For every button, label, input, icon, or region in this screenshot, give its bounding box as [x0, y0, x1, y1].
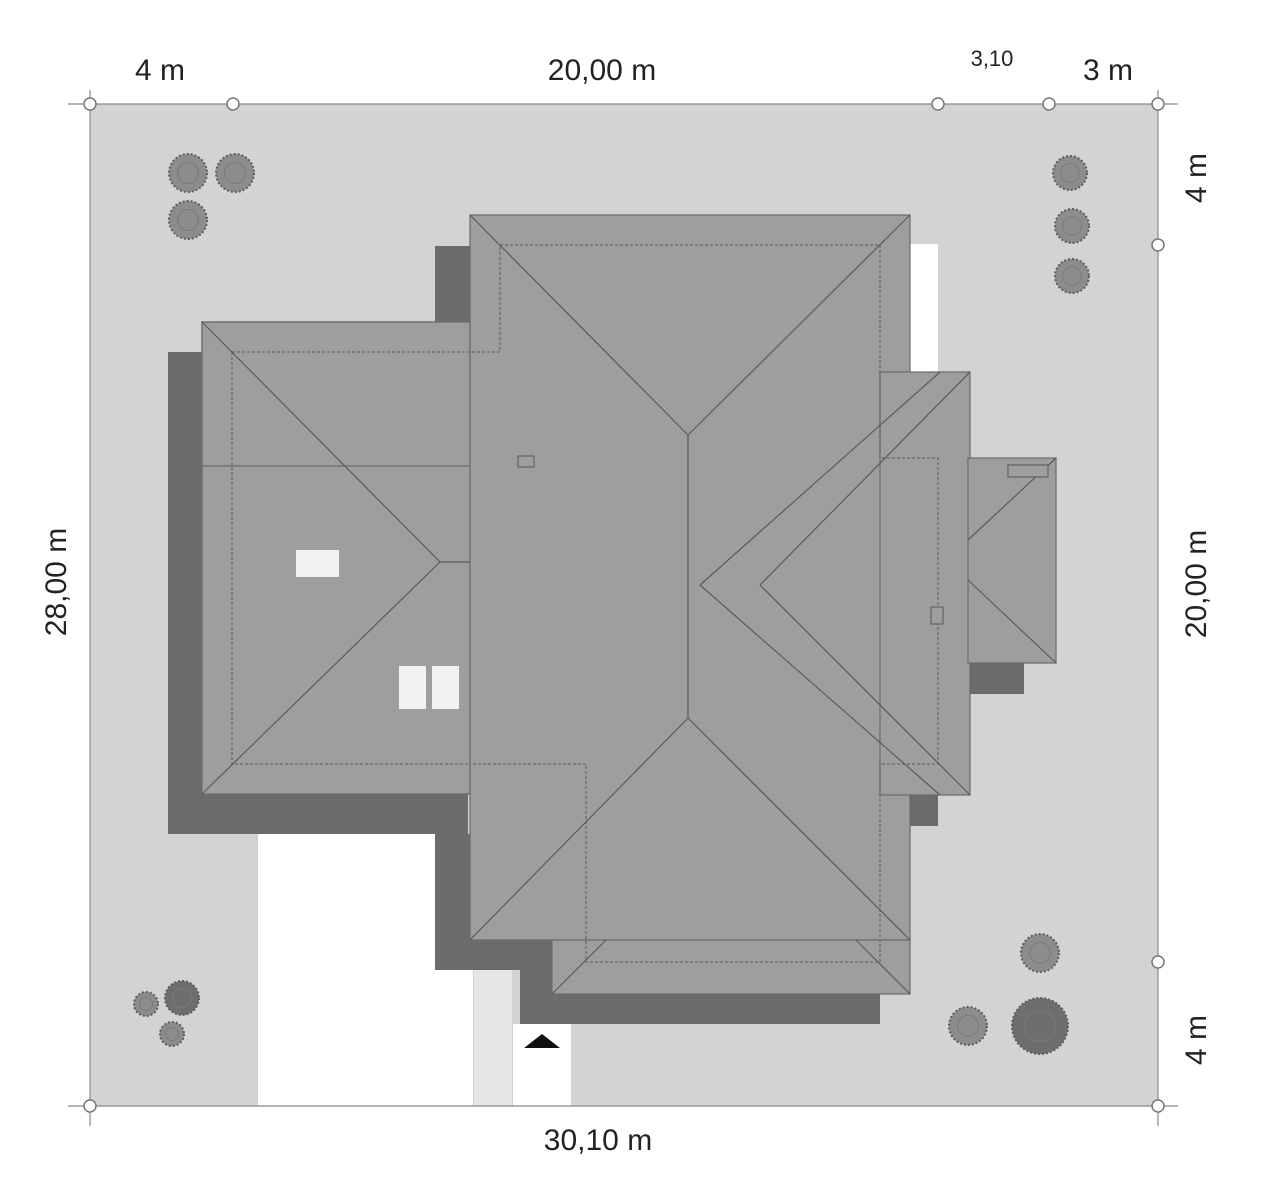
walkway	[474, 970, 512, 1106]
tree-icon	[168, 200, 208, 240]
main-roof	[469, 214, 911, 941]
dimension-labels: 4 m 20,00 m 3,10 3 m 30,10 m 28,00 m 4 m…	[40, 46, 1213, 1157]
tree-icon	[1020, 933, 1060, 973]
chimneys	[517, 455, 1049, 625]
dim-top-mid: 3,10	[971, 46, 1014, 71]
east-wing-roof	[879, 371, 971, 796]
skylights	[296, 550, 459, 709]
chimney-icon	[1007, 464, 1049, 478]
dimension-marker	[931, 97, 945, 111]
tree-icon	[1054, 208, 1090, 244]
tree-icon	[1011, 997, 1069, 1055]
east-annex-roof	[967, 457, 1057, 664]
roofs-clean	[201, 214, 1057, 995]
tree-icon	[1052, 155, 1088, 191]
wall-outlines	[231, 244, 939, 963]
chimney-icon	[517, 455, 535, 468]
dimension-marker	[83, 1099, 97, 1113]
dim-left-total: 28,00 m	[40, 528, 73, 636]
dim-bottom-total: 30,10 m	[544, 1124, 652, 1157]
dimension-marker	[1151, 97, 1165, 111]
dimension-marker	[1042, 97, 1056, 111]
tree-icon	[168, 153, 208, 193]
tree-icon	[215, 153, 255, 193]
terrace-strip	[910, 244, 938, 374]
dimension-marker	[1151, 1099, 1165, 1113]
dim-right-bottom: 4 m	[1180, 1015, 1213, 1065]
dim-right-top: 4 m	[1180, 153, 1213, 203]
porch-roof	[551, 939, 911, 995]
dimension-marker	[226, 97, 240, 111]
dim-top-right: 3 m	[1083, 54, 1133, 87]
tree-icon	[159, 1021, 185, 1047]
tree-icon	[133, 991, 159, 1017]
ridges	[201, 214, 1057, 995]
skylight-icon	[399, 666, 426, 709]
tree-icon	[164, 980, 200, 1016]
chimney-icon	[930, 606, 944, 625]
trees	[133, 153, 1090, 1055]
dimension-marker	[83, 97, 97, 111]
dimension-marker	[1151, 955, 1165, 969]
tree-icon	[948, 1006, 988, 1046]
skylight-icon	[432, 666, 459, 709]
dim-right-main: 20,00 m	[1180, 530, 1213, 638]
entrance-arrow-icon	[524, 1034, 560, 1048]
dim-top-main: 20,00 m	[548, 54, 656, 87]
dim-top-left: 4 m	[135, 54, 185, 87]
dimension-lines	[68, 90, 1178, 1126]
skylight-icon	[296, 550, 339, 577]
dimension-marker	[1151, 238, 1165, 252]
tree-icon	[1054, 258, 1090, 294]
